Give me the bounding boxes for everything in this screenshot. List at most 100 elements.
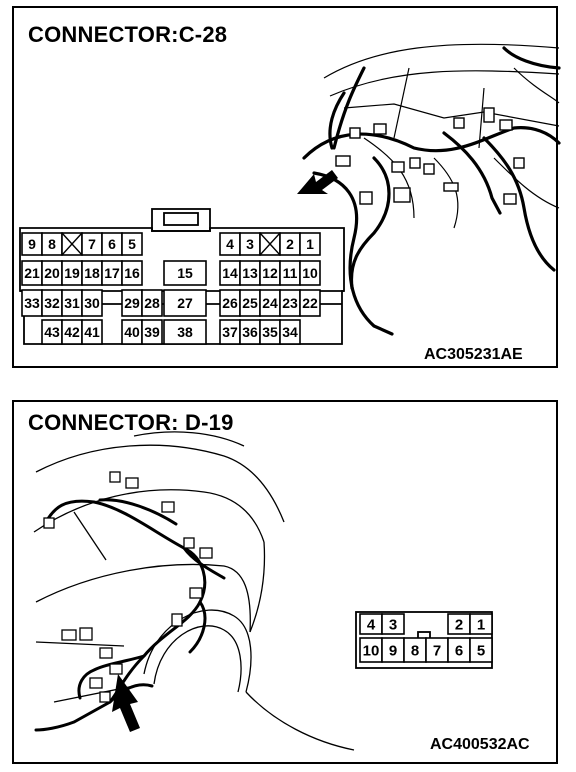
pin-label: 12 [262, 265, 278, 281]
pin-label: 5 [477, 642, 485, 659]
pin-label: 6 [455, 642, 463, 659]
pin-6: 6 [447, 637, 471, 663]
pin-label: 8 [411, 642, 419, 659]
pin-29: 29 [121, 289, 143, 317]
pin-12: 12 [259, 260, 281, 286]
pin-label: 11 [283, 265, 298, 281]
pin-28: 28 [141, 289, 163, 317]
pin-label: 38 [177, 324, 193, 340]
pin-label: 29 [124, 295, 140, 311]
pin-24: 24 [259, 289, 281, 317]
pin-label: 39 [144, 324, 160, 340]
pin-7: 7 [425, 637, 449, 663]
pin-3: 3 [239, 232, 261, 256]
pin-26: 26 [219, 289, 241, 317]
pin-13: 13 [239, 260, 261, 286]
pin-label: 34 [282, 324, 298, 340]
pin-35: 35 [259, 319, 281, 345]
pin-label: 3 [389, 616, 397, 633]
pin-5: 5 [469, 637, 493, 663]
pin-label: 7 [433, 642, 441, 659]
pin-label: 28 [144, 295, 160, 311]
pin-9: 9 [381, 637, 405, 663]
pin-label: 7 [88, 236, 96, 252]
pin-label: 21 [24, 265, 40, 281]
pin-4: 4 [359, 613, 383, 635]
pin-label: 35 [262, 324, 278, 340]
connector-c28-panel: CONNECTOR:C-28 [12, 6, 561, 368]
pin-1: 1 [469, 613, 493, 635]
pin-label: 19 [64, 265, 80, 281]
pin-42: 42 [61, 319, 83, 345]
pin-label: 43 [44, 324, 60, 340]
dashboard-wiring-illustration [297, 43, 561, 336]
pin-label: 2 [455, 616, 463, 633]
pin-label: 1 [306, 236, 314, 252]
pin-label: 31 [64, 295, 80, 311]
connector-c28-title: CONNECTOR:C-28 [28, 22, 228, 47]
pin-label: 41 [84, 324, 100, 340]
pin-14: 14 [219, 260, 241, 286]
pin-label: 8 [48, 236, 56, 252]
pin-label: 24 [262, 295, 278, 311]
connector-d19-title: CONNECTOR: D-19 [28, 410, 234, 435]
pin-8: 8 [403, 637, 427, 663]
pin-blank [61, 232, 83, 256]
pin-4: 4 [219, 232, 241, 256]
pin-10: 10 [299, 260, 321, 286]
pin-17: 17 [101, 260, 123, 286]
pin-40: 40 [121, 319, 143, 345]
pin-label: 26 [222, 295, 238, 311]
pin-23: 23 [279, 289, 301, 317]
pin-label: 10 [363, 642, 380, 659]
pin-label: 40 [124, 324, 140, 340]
pin-41: 41 [81, 319, 103, 345]
pin-label: 30 [84, 295, 100, 311]
pin-label: 2 [286, 236, 294, 252]
pin-2: 2 [279, 232, 301, 256]
pin-27: 27 [163, 289, 207, 317]
location-arrow-icon [297, 170, 338, 194]
pin-33: 33 [21, 289, 43, 317]
pin-1: 1 [299, 232, 321, 256]
pin-21: 21 [21, 260, 43, 286]
connector-d19-panel: CONNECTOR: D-19 [12, 400, 558, 764]
pin-43: 43 [41, 319, 63, 345]
pin-label: 4 [226, 236, 234, 252]
pin-8: 8 [41, 232, 63, 256]
pin-11: 11 [279, 260, 301, 286]
pin-label: 3 [246, 236, 254, 252]
pin-label: 23 [282, 295, 298, 311]
pin-20: 20 [41, 260, 63, 286]
pin-label: 14 [222, 265, 238, 281]
pin-5: 5 [121, 232, 143, 256]
pin-label: 42 [64, 324, 80, 340]
pin-label: 5 [128, 236, 136, 252]
pin-25: 25 [239, 289, 261, 317]
pin-38: 38 [163, 319, 207, 345]
pin-label: 33 [24, 295, 40, 311]
pin-36: 36 [239, 319, 261, 345]
pin-label: 16 [124, 265, 140, 281]
pin-label: 13 [242, 265, 258, 281]
pin-9: 9 [21, 232, 43, 256]
vehicle-wiring-illustration [33, 431, 355, 751]
pin-18: 18 [81, 260, 103, 286]
pin-37: 37 [219, 319, 241, 345]
pin-label: 20 [44, 265, 60, 281]
pin-label: 37 [222, 324, 238, 340]
pin-label: 17 [104, 265, 120, 281]
pin-label: 18 [84, 265, 100, 281]
pin-label: 1 [477, 616, 485, 633]
pin-label: 4 [367, 616, 376, 633]
pin-label: 36 [242, 324, 258, 340]
pin-30: 30 [81, 289, 103, 317]
pin-blank [259, 232, 281, 256]
pin-label: 25 [242, 295, 258, 311]
location-arrow-icon [112, 674, 140, 732]
pin-label: 27 [177, 295, 193, 311]
